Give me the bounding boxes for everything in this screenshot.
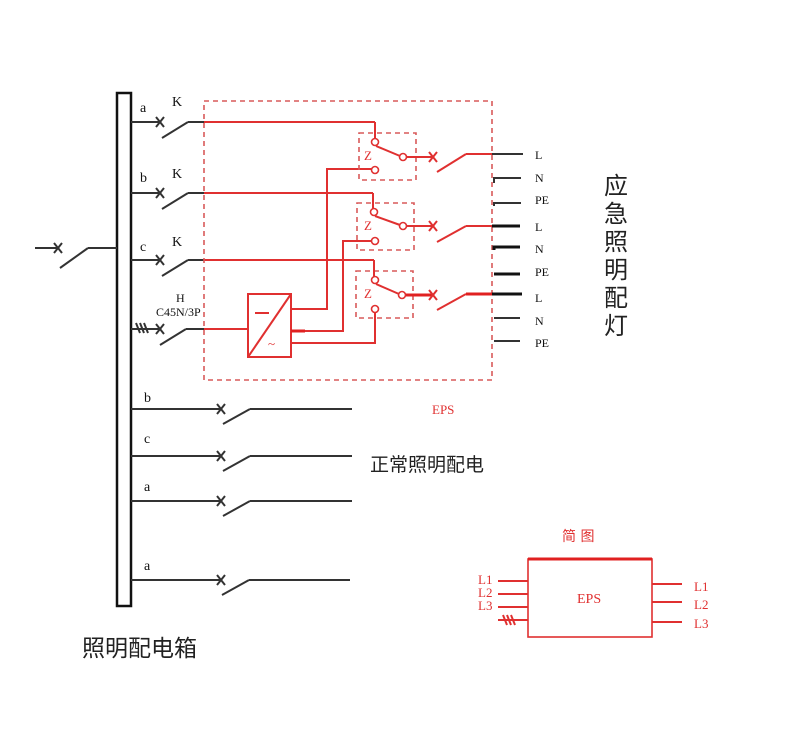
svg-text:N: N — [535, 314, 544, 328]
svg-text:a: a — [144, 480, 151, 495]
svg-text:PE: PE — [535, 193, 549, 207]
feeder-b: b K — [131, 167, 373, 210]
switch-label: K — [172, 235, 182, 250]
eps-label: EPS — [432, 402, 454, 417]
normal-lighting-title: 正常照明配电 — [370, 454, 484, 476]
title-char: 照 — [604, 228, 628, 256]
svg-text:L2: L2 — [694, 597, 708, 612]
terminal-labels: L N PE L N PE L N PE — [535, 148, 549, 350]
phase-label: a — [140, 101, 147, 116]
svg-text:L1: L1 — [694, 579, 708, 594]
svg-text:Z: Z — [364, 218, 372, 233]
ac-symbol-icon: ~ — [268, 336, 275, 351]
feeder-a: a K — [131, 95, 375, 139]
normal-feeder-a2: a — [131, 559, 350, 596]
feeder-c: c K — [131, 235, 374, 277]
emergency-lighting-title: 应 急 照 明 配 灯 — [604, 172, 628, 340]
svg-text:L: L — [535, 148, 542, 162]
switch-label: K — [172, 95, 182, 110]
svg-text:c: c — [144, 432, 150, 447]
svg-text:L1: L1 — [478, 572, 492, 587]
eps-feed-breaker: H C45N/3P — [131, 291, 248, 346]
svg-text:N: N — [535, 242, 544, 256]
phase-label: b — [140, 171, 147, 186]
svg-text:b: b — [144, 391, 151, 406]
normal-feeder-b: b — [131, 391, 352, 425]
simplified-eps-label: EPS — [577, 592, 601, 607]
busbar — [115, 91, 133, 608]
eps-enclosure — [203, 100, 493, 381]
incoming-breaker — [35, 242, 117, 269]
svg-text:a: a — [144, 559, 151, 574]
title-char: 急 — [604, 200, 628, 228]
svg-text:N: N — [535, 171, 544, 185]
feed-label-h: H — [176, 291, 185, 305]
title-char: 明 — [604, 256, 628, 284]
svg-text:PE: PE — [535, 336, 549, 350]
normal-feeder-a1: a — [131, 480, 352, 517]
simplified-title: 简 图 — [562, 528, 594, 545]
title-char: 配 — [604, 284, 628, 312]
svg-text:PE: PE — [535, 265, 549, 279]
title-char: 应 — [604, 172, 628, 200]
svg-text:L2: L2 — [478, 585, 492, 600]
svg-text:L: L — [535, 220, 542, 234]
feed-label-model: C45N/3P — [156, 305, 201, 319]
svg-text:L3: L3 — [478, 598, 492, 613]
svg-text:Z: Z — [364, 148, 372, 163]
switch-label: K — [172, 167, 182, 182]
transfer-switch-1: Z — [358, 122, 492, 181]
svg-text:L3: L3 — [694, 616, 708, 631]
transfer-switch-3: Z — [355, 260, 492, 319]
panel-title: 照明配电箱 — [82, 636, 197, 662]
phase-label: c — [140, 240, 146, 255]
rectifier-inverter: ~ — [247, 168, 376, 358]
title-char: 灯 — [604, 312, 628, 340]
transfer-switch-2: Z — [356, 193, 492, 251]
normal-feeder-c: c — [131, 432, 352, 472]
svg-text:Z: Z — [364, 286, 372, 301]
output-terminals — [492, 153, 523, 342]
svg-text:L: L — [535, 291, 542, 305]
simplified-diagram: 简 图 EPS L1 L2 L3 L1 L2 L3 — [478, 528, 708, 638]
